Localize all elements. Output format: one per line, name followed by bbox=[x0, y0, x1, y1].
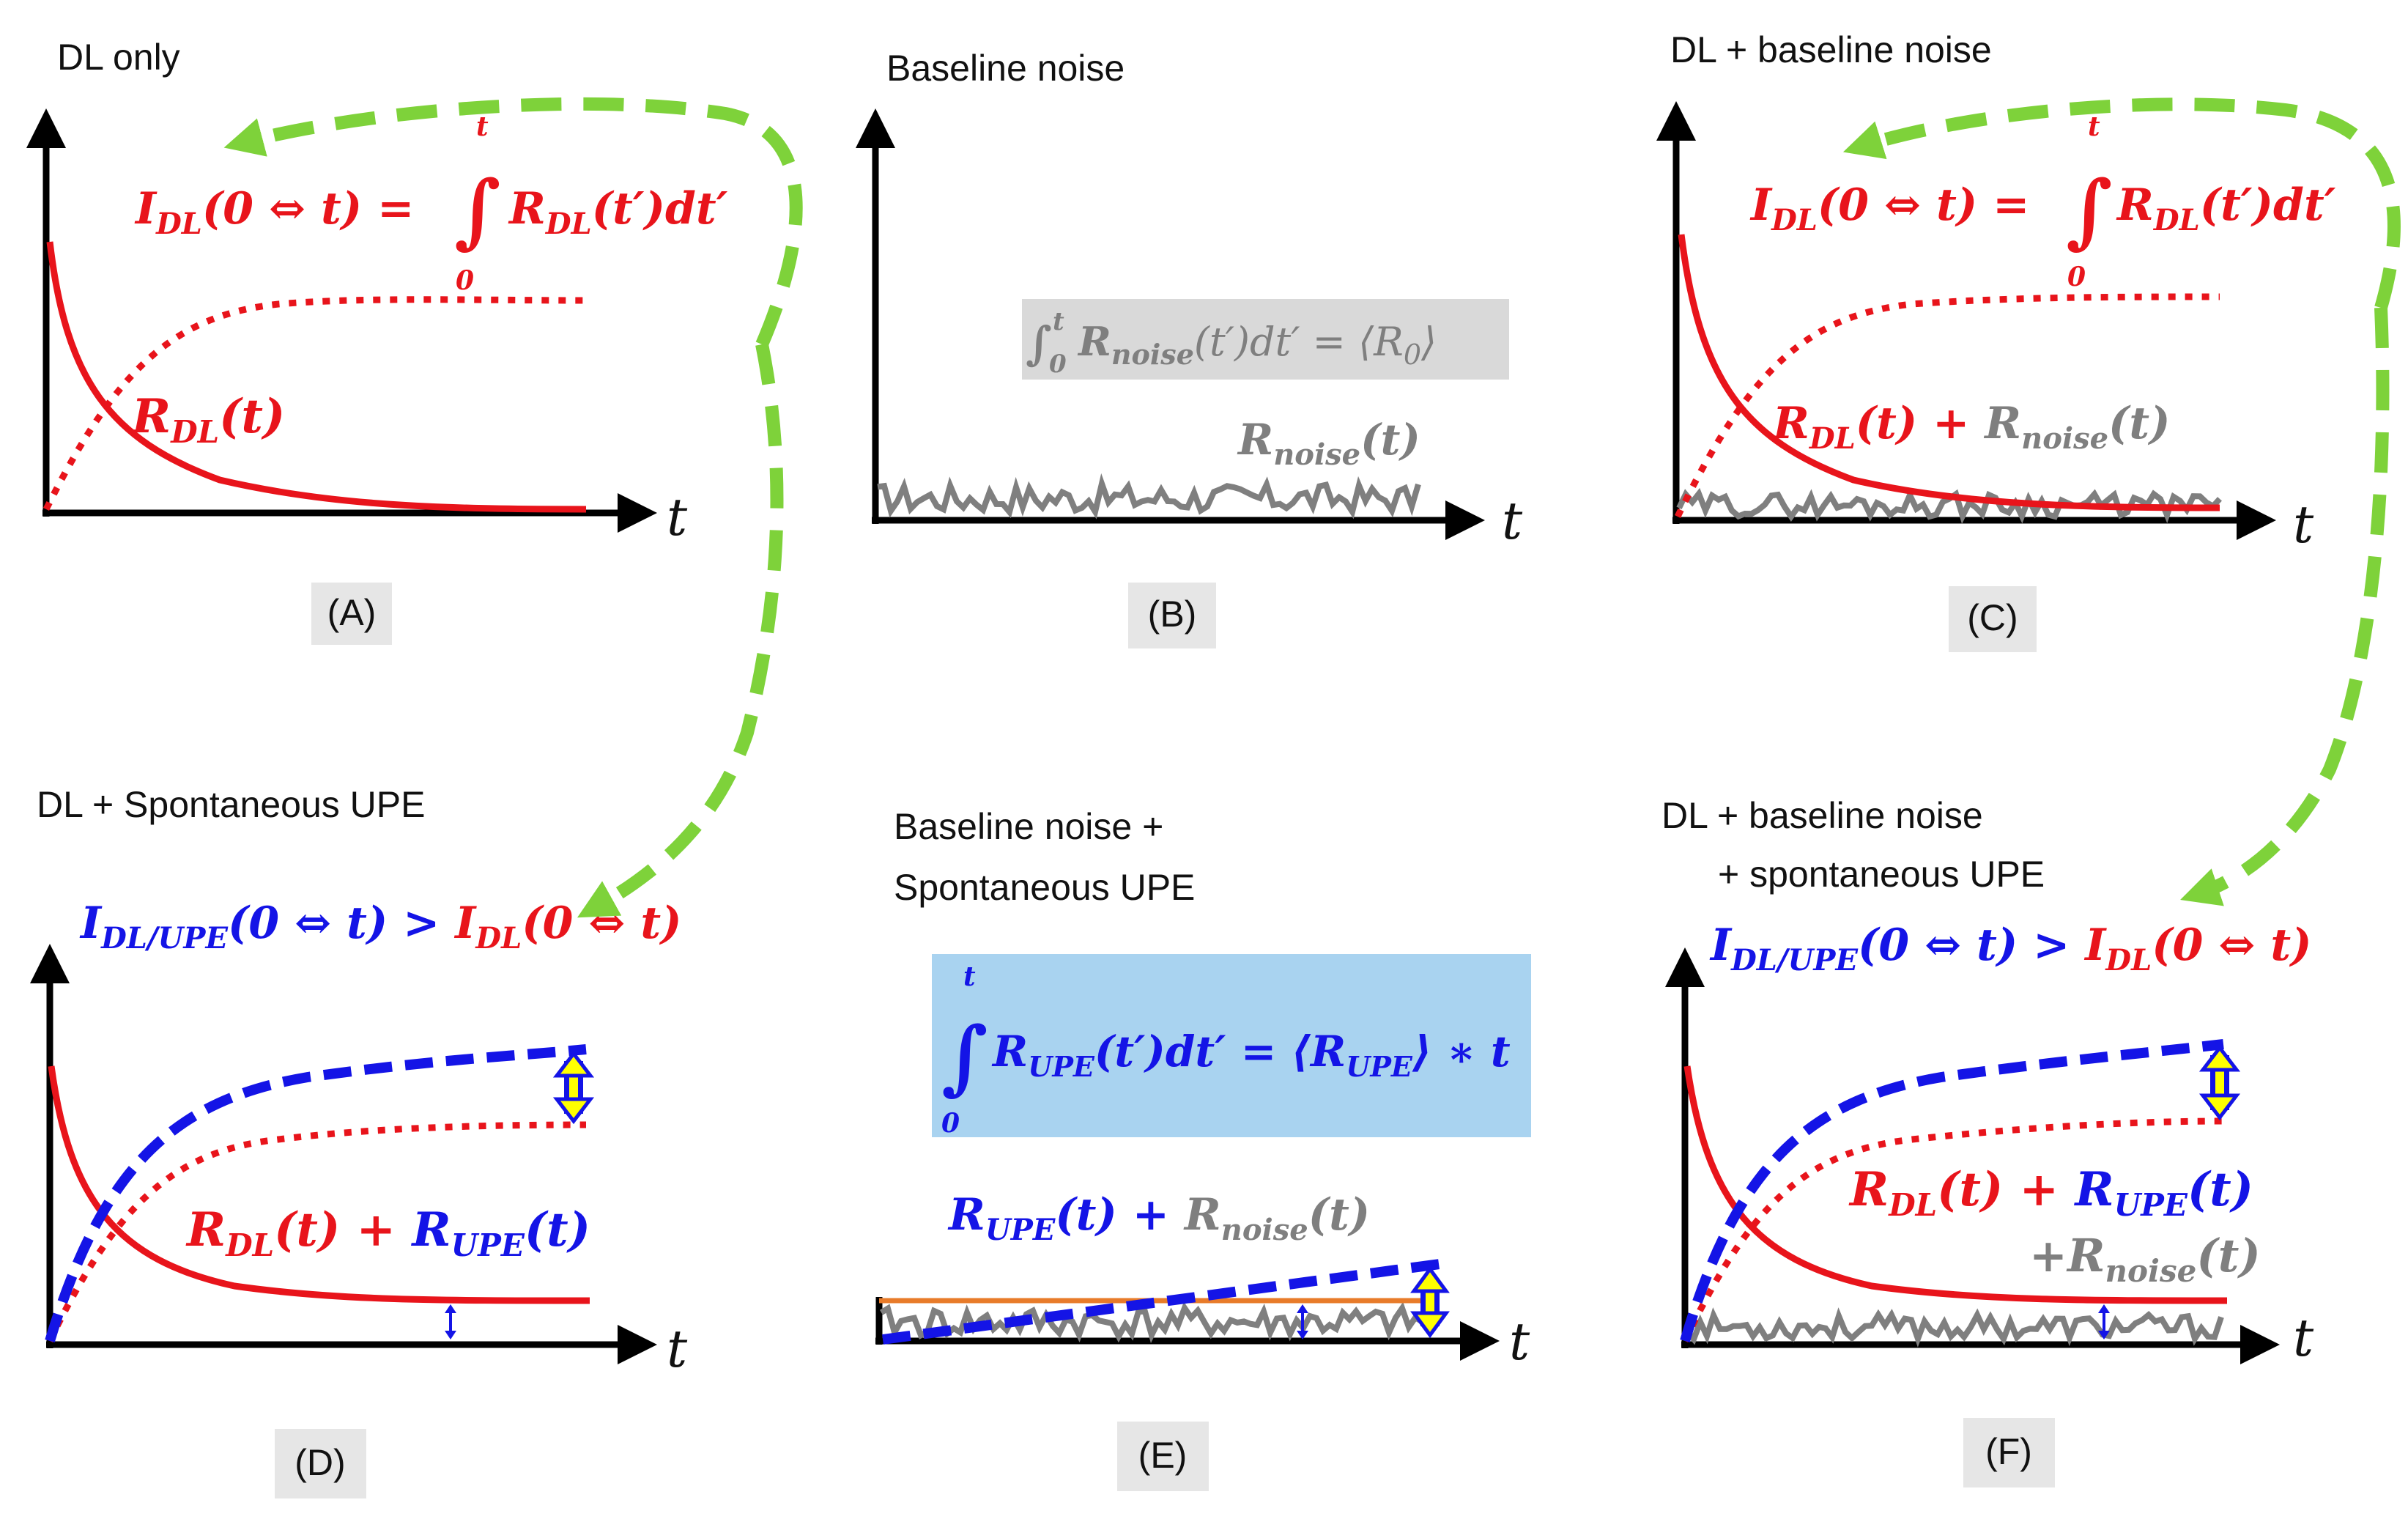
panel-e-baseline-arrow-head-bottom bbox=[1297, 1331, 1308, 1339]
panel-d-x-label: t bbox=[667, 1319, 688, 1379]
panel-a: DL only t IDL(0 ⇔ t) = t ∫ 0 RDL(t′)dt′ … bbox=[26, 37, 728, 645]
panel-c-dl-integral-curve bbox=[1674, 293, 2220, 518]
panel-c-label-box bbox=[1949, 586, 2037, 652]
panel-d-inequality: IDL/UPE(0 ⇔ t) > IDL(0 ⇔ t) bbox=[79, 898, 681, 956]
panel-e-box-integral: ∫ bbox=[941, 1009, 988, 1104]
panel-f-noise-curve bbox=[1684, 1307, 2224, 1348]
panel-e-diff-arrow-head-top bbox=[1410, 1265, 1450, 1293]
panel-b-box-upper: t bbox=[1053, 307, 1064, 336]
panel-e-diff-arrow-head-bottom bbox=[1410, 1311, 1450, 1339]
panel-e-title-line2: Spontaneous UPE bbox=[894, 867, 1195, 908]
panel-d-dl-integral-curve bbox=[46, 1121, 587, 1342]
panel-f-dl-rate-curve bbox=[1683, 1065, 2228, 1304]
panel-f-baseline-arrow-head-top bbox=[2098, 1304, 2110, 1313]
panel-c-eq-rhs: RDL(t′)dt′ bbox=[2116, 180, 2336, 237]
panel-b-integral-box bbox=[1022, 299, 1509, 380]
panel-f-dl-integral-curve bbox=[1681, 1117, 2224, 1342]
panel-e-x-label: t bbox=[1509, 1312, 1530, 1372]
panel-a-title: DL only bbox=[57, 37, 180, 78]
panel-f-inequality: IDL/UPE(0 ⇔ t) > IDL(0 ⇔ t) bbox=[1709, 920, 2311, 977]
panel-c-x-label: t bbox=[2293, 495, 2314, 555]
panel-f-diff-arrow-head-bottom bbox=[2198, 1093, 2241, 1121]
panel-f-label: (F) bbox=[1985, 1431, 2032, 1472]
panel-d-baseline-arrow-head-bottom bbox=[445, 1331, 456, 1339]
panel-b-title: Baseline noise bbox=[886, 48, 1125, 89]
panel-c-eq-integral: ∫ bbox=[2066, 163, 2113, 257]
panel-c-curve-label: RDL(t) + Rnoise(t) bbox=[1771, 398, 2171, 456]
panel-a-eq-integral: ∫ bbox=[454, 163, 501, 257]
panel-a-eq-upper: t bbox=[476, 111, 489, 142]
panel-c-label: (C) bbox=[1967, 597, 2018, 638]
panel-d-label: (D) bbox=[294, 1442, 345, 1483]
panel-b-x-label: t bbox=[1502, 491, 1523, 551]
panel-a-dl-integral-curve bbox=[42, 296, 587, 511]
panel-e-box-eq: RUPE(t′)dt′ = ⟨RUPE⟩ ∗ t bbox=[991, 1027, 1511, 1083]
panel-d-title: DL + Spontaneous UPE bbox=[37, 784, 425, 825]
panel-b-label: (B) bbox=[1148, 594, 1197, 635]
panel-f: DL + baseline noise + spontaneous UPE ID… bbox=[1661, 795, 2314, 1487]
green-arrow-c-to-f-lower bbox=[2180, 307, 2390, 906]
panel-a-eq-rhs: RDL(t′)dt′ bbox=[508, 183, 728, 241]
panel-d-diff-arrow-head-top bbox=[552, 1050, 595, 1078]
panel-b-box-lower: 0 bbox=[1049, 350, 1067, 379]
panel-a-label-box bbox=[311, 583, 392, 645]
panel-c-dl-rate-curve bbox=[1678, 234, 2220, 511]
panel-a-eq: IDL(0 ⇔ t) = bbox=[134, 183, 414, 241]
panel-e-integral-box bbox=[932, 954, 1531, 1137]
panel-c-eq: IDL(0 ⇔ t) = bbox=[1749, 180, 2029, 237]
panel-a-eq-lower: 0 bbox=[456, 265, 474, 296]
green-arrow-a-to-d bbox=[223, 97, 803, 347]
panel-e: Baseline noise + Spontaneous UPE t ∫ 0 R… bbox=[875, 806, 1531, 1491]
panel-e-noise-curve bbox=[879, 1301, 1431, 1344]
panel-e-baseline-arrow-head-top bbox=[1297, 1304, 1308, 1313]
panel-a-dl-rate-curve bbox=[46, 241, 587, 513]
panel-b-curve-label: Rnoise(t) bbox=[1237, 415, 1420, 472]
panel-f-x-label: t bbox=[2293, 1308, 2314, 1368]
panel-c-title: DL + baseline noise bbox=[1670, 29, 1992, 70]
green-arrow-c-to-f bbox=[1842, 97, 2401, 310]
panel-f-title-line1: DL + baseline noise bbox=[1661, 795, 1983, 836]
panel-c: DL + baseline noise t IDL(0 ⇔ t) = t ∫ 0… bbox=[1656, 29, 2336, 652]
panel-e-curve-label: RUPE(t) + Rnoise(t) bbox=[947, 1189, 1370, 1247]
panel-e-upe-integral-line bbox=[882, 1259, 1440, 1345]
panel-d-label-box bbox=[275, 1429, 366, 1498]
panel-f-upe-integral-curve bbox=[1680, 1039, 2224, 1342]
panel-f-curve-label-noise: +Rnoise(t) bbox=[2029, 1229, 2261, 1289]
green-arrow-a-to-d-lower bbox=[577, 343, 784, 918]
panel-d: DL + Spontaneous UPE IDL/UPE(0 ⇔ t) > ID… bbox=[30, 784, 688, 1498]
panel-f-baseline-arrow-head-bottom bbox=[2098, 1331, 2110, 1339]
panel-b-noise-curve bbox=[877, 473, 1421, 520]
panel-c-eq-lower: 0 bbox=[2067, 262, 2086, 292]
panel-b-box-eq: Rnoise(t′)dt′ = ⟨R0⟩ bbox=[1077, 318, 1437, 371]
panel-f-diff-arrow-head-top bbox=[2198, 1044, 2241, 1072]
panel-e-box-lower: 0 bbox=[941, 1108, 960, 1139]
panel-b-box-int: ∫ bbox=[1026, 317, 1052, 370]
panel-a-label: (A) bbox=[327, 592, 377, 633]
panel-d-curve-label: RDL(t) + RUPE(t) bbox=[185, 1202, 590, 1263]
panel-e-label: (E) bbox=[1138, 1435, 1188, 1476]
panel-d-upe-integral-curve bbox=[45, 1044, 587, 1343]
panel-b: Baseline noise t ∫ t 0 Rnoise(t′)dt′ = ⟨… bbox=[856, 48, 1523, 648]
panel-e-box-upper: t bbox=[963, 961, 976, 992]
panel-d-baseline-arrow-head-top bbox=[445, 1304, 456, 1313]
panel-e-label-box bbox=[1117, 1422, 1209, 1491]
panel-e-title-line1: Baseline noise + bbox=[894, 806, 1163, 847]
panel-f-curve-label: RDL(t) + RUPE(t) bbox=[1848, 1162, 2253, 1223]
panel-a-x-label: t bbox=[667, 487, 688, 547]
panel-b-label-box bbox=[1128, 583, 1216, 648]
panel-d-dl-rate-curve bbox=[48, 1065, 590, 1304]
panel-f-label-box bbox=[1963, 1418, 2055, 1487]
panel-c-eq-upper: t bbox=[2088, 111, 2100, 142]
panel-a-curve-label: RDL(t) bbox=[130, 389, 285, 450]
panel-f-title-line2: + spontaneous UPE bbox=[1718, 854, 2045, 895]
panel-d-diff-arrow-head-bottom bbox=[552, 1097, 595, 1125]
